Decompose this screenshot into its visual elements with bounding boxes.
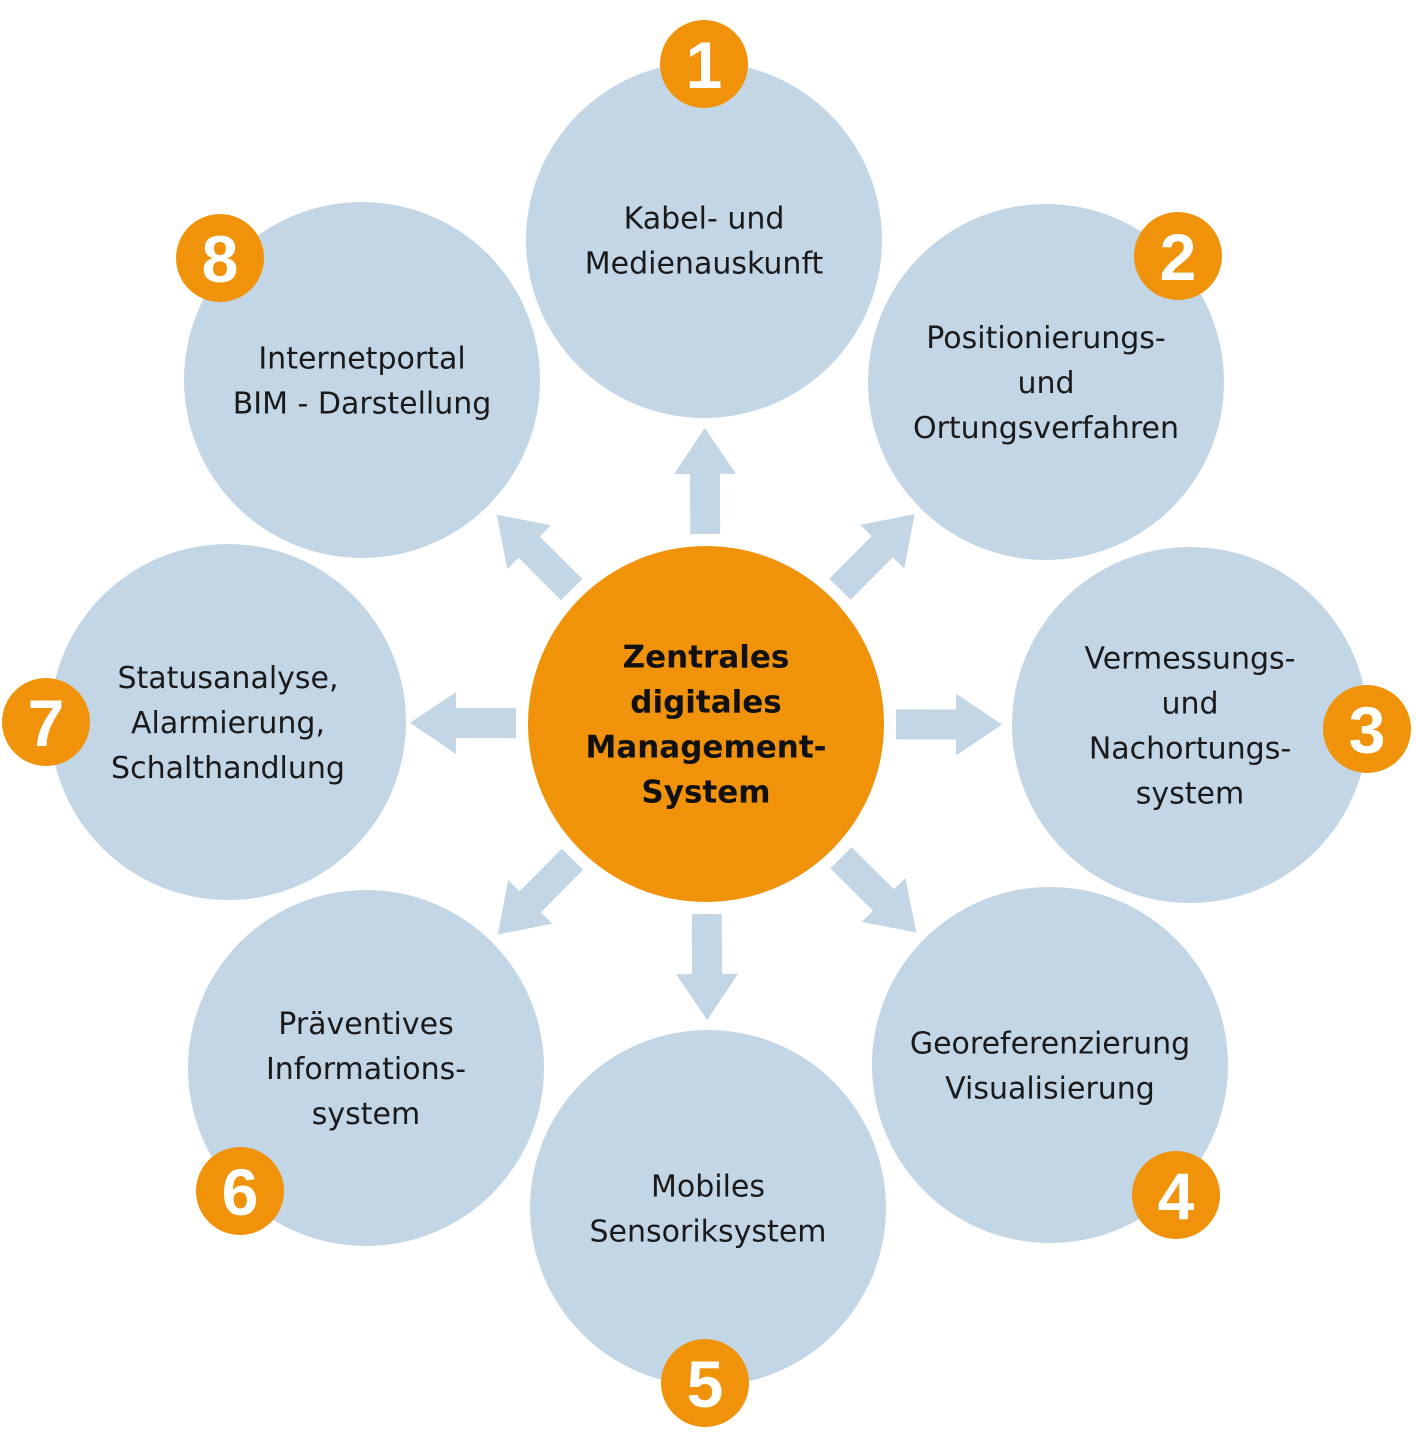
badges-layer: 1 2 3 4 5 6 7 8	[2, 20, 1411, 1427]
badge-3: 3	[1323, 685, 1411, 773]
badge-5-number: 5	[687, 1347, 724, 1421]
central-system-label-line-4: System	[641, 775, 770, 811]
arrow-to-node-7	[410, 692, 517, 754]
node-3-label-line-4: system	[1136, 777, 1244, 812]
badge-4-circle	[1132, 1151, 1220, 1239]
badge-6-number: 6	[222, 1155, 259, 1229]
central-system-label-line-3: Management-	[585, 730, 826, 766]
node-4-label-line-2: Visualisierung	[945, 1072, 1155, 1107]
badge-3-circle	[1323, 685, 1411, 773]
badge-8-circle	[176, 214, 264, 302]
circles-layer: Kabel- undMedienauskunftPositionierungs-…	[50, 62, 1368, 1386]
node-8-label-line-2: BIM - Darstellung	[233, 387, 492, 422]
badge-8: 8	[176, 214, 264, 302]
badge-7-circle	[2, 678, 90, 766]
node-2-circle	[868, 204, 1224, 560]
badge-7-number: 7	[28, 686, 65, 760]
central-system-label-line-1: Zentrales	[623, 640, 790, 676]
arrow-to-node-5	[676, 913, 738, 1020]
arrow-to-node-6	[497, 848, 584, 935]
node-5-label-line-2: Sensoriksystem	[590, 1215, 827, 1250]
badge-5: 5	[661, 1339, 749, 1427]
node-6-circle	[188, 890, 544, 1246]
central-system-circle	[528, 546, 884, 902]
node-4-label-line-1: Georeferenzierung	[910, 1027, 1190, 1062]
badge-4: 4	[1132, 1151, 1220, 1239]
badge-2: 2	[1134, 212, 1222, 300]
badge-1: 1	[660, 20, 748, 108]
badge-1-circle	[660, 20, 748, 108]
badge-3-number: 3	[1349, 693, 1386, 767]
node-2-label-line-2: und	[1017, 366, 1074, 401]
node-6-label-line-1: Präventives	[278, 1007, 453, 1042]
badge-6: 6	[196, 1147, 284, 1235]
arrow-to-node-4	[830, 847, 917, 933]
node-7-circle	[50, 544, 406, 900]
node-8-label-line-1: Internetportal	[258, 342, 465, 377]
node-6-label-line-3: system	[312, 1097, 420, 1132]
node-4-circle	[872, 887, 1228, 1243]
node-3-label-line-1: Vermessungs-	[1085, 642, 1296, 677]
node-1-label-line-2: Medienauskunft	[585, 247, 824, 282]
node-1-label-line-1: Kabel- und	[624, 202, 785, 237]
node-2-label-line-3: Ortungsverfahren	[913, 411, 1179, 446]
node-6-label-line-2: Informations-	[266, 1052, 466, 1087]
node-5-label-line-1: Mobiles	[651, 1170, 765, 1205]
node-1-circle	[526, 62, 882, 418]
node-7-label-line-3: Schalthandlung	[111, 751, 345, 786]
badge-4-number: 4	[1158, 1159, 1195, 1233]
badge-6-circle	[196, 1147, 284, 1235]
node-7-label-line-2: Alarmierung,	[131, 706, 325, 741]
badge-2-circle	[1134, 212, 1222, 300]
badge-8-number: 8	[202, 222, 239, 296]
arrow-to-node-2	[829, 514, 915, 600]
node-7: Statusanalyse, Alarmierung, Schalthandlung	[50, 544, 406, 900]
arrows-layer	[410, 428, 1002, 1020]
arrow-to-node-1	[674, 428, 736, 535]
node-5-circle	[530, 1030, 886, 1386]
node-3-circle	[1012, 547, 1368, 903]
node-3-label-line-3: Nachortungs-	[1089, 732, 1291, 767]
node-7-label-line-1: Statusanalyse,	[117, 661, 338, 696]
node-3-label-line-2: und	[1161, 687, 1218, 722]
badge-7: 7	[2, 678, 90, 766]
central-system-label-line-2: digitales	[630, 685, 781, 721]
arrow-to-node-8	[496, 514, 583, 601]
arrow-to-node-3	[896, 693, 1002, 756]
node-8-circle	[184, 202, 540, 558]
badge-1-number: 1	[686, 28, 723, 102]
node-2-label-line-1: Positionierungs-	[926, 321, 1165, 356]
badge-2-number: 2	[1160, 220, 1197, 294]
badge-5-circle	[661, 1339, 749, 1427]
